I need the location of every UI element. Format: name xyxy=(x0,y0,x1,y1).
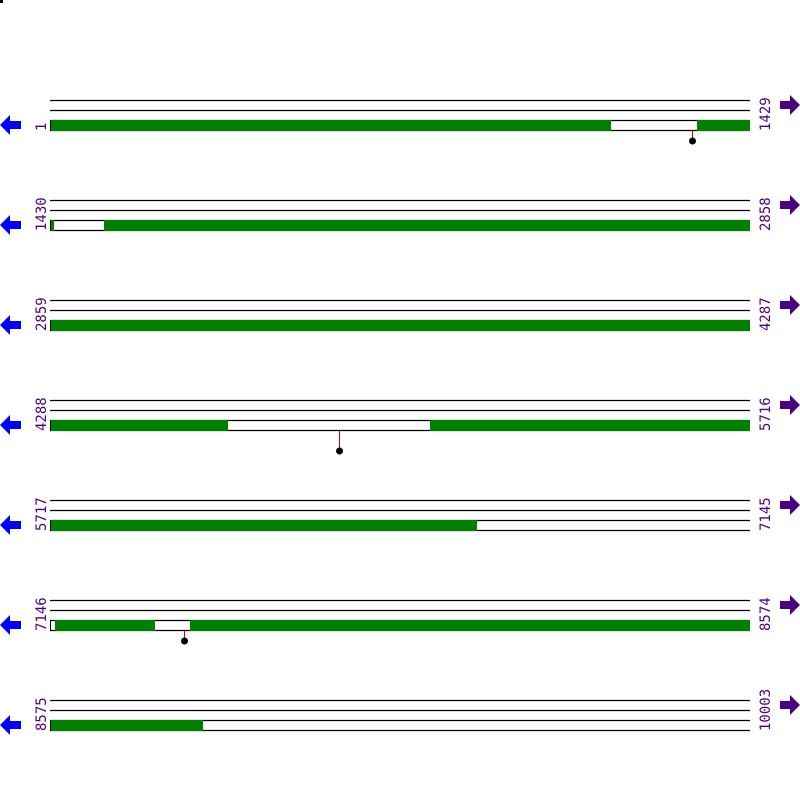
end-position-label: 5716 xyxy=(758,397,774,431)
arrow-right-icon[interactable] xyxy=(780,595,800,615)
corner-mark xyxy=(0,0,3,3)
end-position-label: 10003 xyxy=(758,689,774,731)
end-position-label: 1429 xyxy=(758,97,774,131)
arrow-right-icon[interactable] xyxy=(780,195,800,215)
covered-segment xyxy=(50,720,203,731)
sequence-row: 5717 7145 xyxy=(0,495,800,535)
sequence-row: 1 1429 xyxy=(0,95,800,145)
start-position-label: 7146 xyxy=(34,597,50,631)
arrow-left-icon[interactable] xyxy=(0,215,21,235)
arrow-right-icon[interactable] xyxy=(780,495,800,515)
marker-dot[interactable] xyxy=(181,637,188,645)
start-position-label: 5717 xyxy=(34,497,50,531)
end-position-label: 8574 xyxy=(758,597,774,631)
covered-segment xyxy=(697,120,750,131)
arrow-right-icon[interactable] xyxy=(780,395,800,415)
sequence-row: 8575 10003 xyxy=(0,689,800,735)
arrow-left-icon[interactable] xyxy=(0,615,21,635)
covered-segment xyxy=(104,220,750,231)
arrow-right-icon[interactable] xyxy=(780,95,800,115)
end-position-label: 7145 xyxy=(758,497,774,531)
covered-segment xyxy=(190,620,750,631)
marker-dot[interactable] xyxy=(336,447,343,455)
arrow-left-icon[interactable] xyxy=(0,715,21,735)
end-position-label: 4287 xyxy=(758,297,774,331)
covered-segment xyxy=(55,620,155,631)
start-position-label: 4288 xyxy=(34,397,50,431)
start-position-label: 8575 xyxy=(34,697,50,731)
start-position-label: 2859 xyxy=(34,297,50,331)
arrow-right-icon[interactable] xyxy=(780,695,800,715)
arrow-left-icon[interactable] xyxy=(0,415,21,435)
end-position-label: 2858 xyxy=(758,197,774,231)
covered-segment xyxy=(50,220,54,231)
covered-segment xyxy=(430,420,750,431)
covered-segment xyxy=(50,120,611,131)
sequence-row: 2859 4287 xyxy=(0,295,800,335)
sequence-row: 1430 2858 xyxy=(0,195,800,235)
start-position-label: 1 xyxy=(34,123,50,131)
marker-dot[interactable] xyxy=(689,137,696,145)
arrow-left-icon[interactable] xyxy=(0,515,21,535)
sequence-row: 4288 5716 xyxy=(0,395,800,455)
bar-background xyxy=(50,420,750,430)
arrow-right-icon[interactable] xyxy=(780,295,800,315)
start-position-label: 1430 xyxy=(34,197,50,231)
arrow-left-icon[interactable] xyxy=(0,315,21,335)
sequence-row: 7146 8574 xyxy=(0,595,800,645)
covered-segment xyxy=(50,420,228,431)
bar-background xyxy=(50,720,750,730)
covered-segment xyxy=(50,520,477,531)
covered-segment xyxy=(50,320,750,331)
arrow-left-icon[interactable] xyxy=(0,115,21,135)
